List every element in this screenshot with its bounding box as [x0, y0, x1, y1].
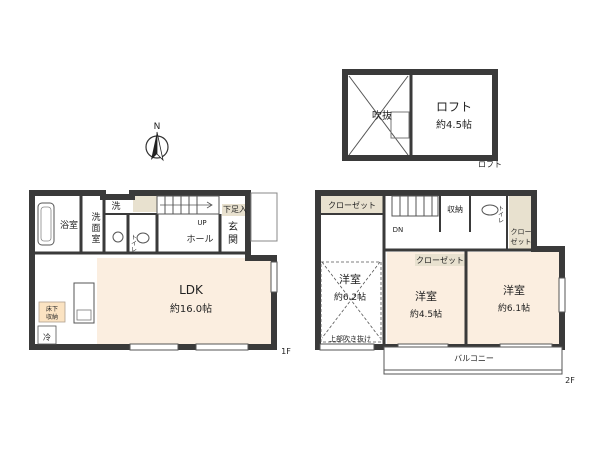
2f-toilet-bowl: [481, 204, 499, 216]
bath-label: 浴室: [60, 219, 78, 231]
1f-window-3: [270, 261, 278, 293]
void-above-label: 上部吹き抜け: [329, 334, 371, 343]
fridge-label: 冷: [43, 332, 51, 342]
2f-window-4: [558, 277, 566, 313]
closet-b-fill: [509, 196, 534, 250]
room2-fill: [387, 252, 465, 344]
balcony-label: バルコニー: [454, 354, 494, 363]
room1-size: 約6.2帖: [334, 291, 366, 303]
compass: N: [145, 122, 169, 162]
storage-label: 収納: [447, 204, 463, 214]
1f-floor-label: 1F: [281, 347, 291, 356]
washroom-label-2: 面: [91, 223, 100, 234]
compass-north-label: N: [154, 122, 161, 132]
underfloor-storage: [38, 301, 66, 323]
loft-outline: [342, 69, 498, 161]
room3-fill: [465, 252, 559, 344]
fridge-space: [37, 325, 57, 345]
kitchen-counter: [73, 282, 95, 324]
closet-c-label: クローゼット: [416, 255, 464, 265]
closet-b-label-2: ゼット: [511, 237, 532, 246]
bathtub: [37, 202, 55, 246]
entrance-label-1: 玄: [228, 220, 238, 233]
loft-room-size: 約4.5帖: [436, 118, 472, 131]
washbasin: [112, 231, 124, 243]
compass-arrow-left: [151, 132, 157, 160]
compass-arrow-right: [156, 131, 164, 162]
dn-label: DN: [393, 226, 404, 234]
second-floor-plan: クローゼット DN 収納 トイレ クロー ゼット クローゼット 洋室 約6.2帖…: [315, 190, 575, 385]
1f-toilet-bowl: [136, 232, 150, 244]
room3-size: 約6.1帖: [498, 302, 530, 314]
2f-toilet-label: トイレ: [497, 205, 504, 223]
bathtub-inner: [40, 206, 52, 242]
washroom-label-3: 室: [91, 233, 100, 245]
closet-c-fill: [415, 254, 465, 266]
void-cross-2: [348, 75, 409, 156]
underfloor-label-1: 床下: [46, 305, 58, 313]
1f-window-1: [129, 343, 179, 351]
loft-ladder: [390, 111, 410, 139]
room2-size: 約4.5帖: [410, 308, 442, 320]
up-label: UP: [197, 219, 206, 227]
loft-plan: 吹抜 ロフト 約4.5帖 ロフト: [342, 69, 502, 169]
closet-b-label-1: クロー: [511, 228, 532, 236]
void-label: 吹抜: [372, 109, 392, 122]
entrance-porch: [250, 192, 278, 242]
loft-floor-label: ロフト: [478, 160, 502, 169]
closet-a-label: クローゼット: [328, 200, 376, 210]
shoe-storage-fill: [222, 204, 248, 216]
ldk-label: LDK: [179, 283, 204, 297]
loft-room-label: ロフト: [436, 100, 472, 114]
underfloor-label-2: 収納: [46, 313, 58, 321]
laundry-label: 洗: [111, 200, 120, 212]
room3-label: 洋室: [503, 283, 525, 297]
washroom-label-1: 洗: [91, 211, 100, 223]
void-dash-2: [321, 261, 381, 339]
1f-toilet-label: トイレ: [130, 234, 137, 252]
stair-landing-fill: [133, 192, 157, 212]
2f-window-1: [319, 343, 375, 351]
shoe-storage-label: 下足入: [223, 205, 247, 214]
room2-label: 洋室: [415, 289, 437, 303]
first-floor-plan: 浴室 洗 面 室 洗 トイレ UP ホール 下足入 玄 関 LDK 約16.0帖…: [29, 190, 291, 356]
2f-floor-label: 2F: [565, 376, 575, 385]
2f-stairs: [391, 195, 439, 217]
void-area: [320, 261, 382, 343]
entrance-label-2: 関: [228, 234, 238, 246]
ldk-size: 約16.0帖: [170, 302, 212, 315]
room1-label: 洋室: [339, 272, 361, 286]
hall-label: ホール: [186, 234, 213, 245]
1f-stairs: [156, 195, 220, 215]
closet-a-fill: [321, 196, 383, 214]
kitchen-sink: [76, 309, 92, 321]
1f-window-2: [195, 343, 249, 351]
